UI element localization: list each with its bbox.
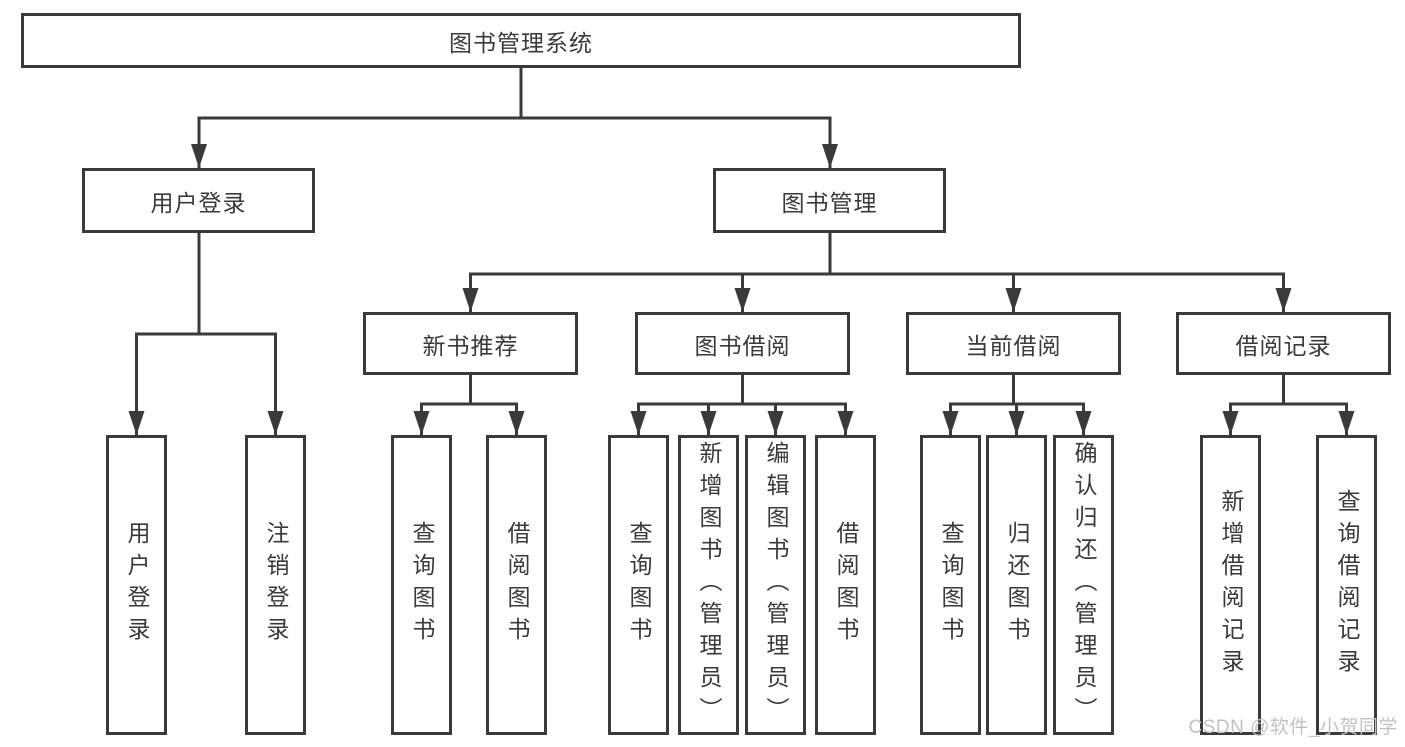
connector-new-book-recommend-children <box>413 373 525 437</box>
node-borrowing-query-books: 查询图书 <box>608 435 669 735</box>
connector-current-borrowing-children <box>942 373 1092 437</box>
connector-borrowing-records-children <box>1222 373 1355 437</box>
node-borrowing-add-books: 新增图书（管理员） <box>678 435 739 735</box>
connector-book-management-children <box>462 231 1292 314</box>
node-records-query-record: 查询借阅记录 <box>1316 435 1377 735</box>
node-book-borrowing: 图书借阅 <box>635 312 850 375</box>
node-new-book-recommend: 新书推荐 <box>363 312 578 375</box>
node-logout-action: 注销登录 <box>245 435 306 735</box>
node-records-add-record: 新增借阅记录 <box>1200 435 1261 735</box>
node-current-confirm-return: 确认归还（管理员） <box>1053 435 1114 735</box>
node-borrowing-borrow-books: 借阅图书 <box>815 435 876 735</box>
connector-book-borrowing-children <box>630 373 854 437</box>
node-root: 图书管理系统 <box>21 13 1021 68</box>
node-current-return-books: 归还图书 <box>986 435 1047 735</box>
connector-root-to-level2 <box>191 66 838 170</box>
node-borrowing-edit-books: 编辑图书（管理员） <box>745 435 806 735</box>
node-user-login: 用户登录 <box>82 168 315 233</box>
node-borrowing-records: 借阅记录 <box>1176 312 1391 375</box>
node-recommend-query-books: 查询图书 <box>391 435 452 735</box>
node-current-borrowing: 当前借阅 <box>906 312 1121 375</box>
connector-user-login-children <box>128 231 284 437</box>
node-book-management: 图书管理 <box>713 168 946 233</box>
node-current-query-books: 查询图书 <box>920 435 981 735</box>
csdn-watermark: CSDN @软件_小贺同学 <box>1188 717 1398 738</box>
node-user-login-action: 用户登录 <box>106 435 167 735</box>
node-recommend-borrow-books: 借阅图书 <box>486 435 547 735</box>
